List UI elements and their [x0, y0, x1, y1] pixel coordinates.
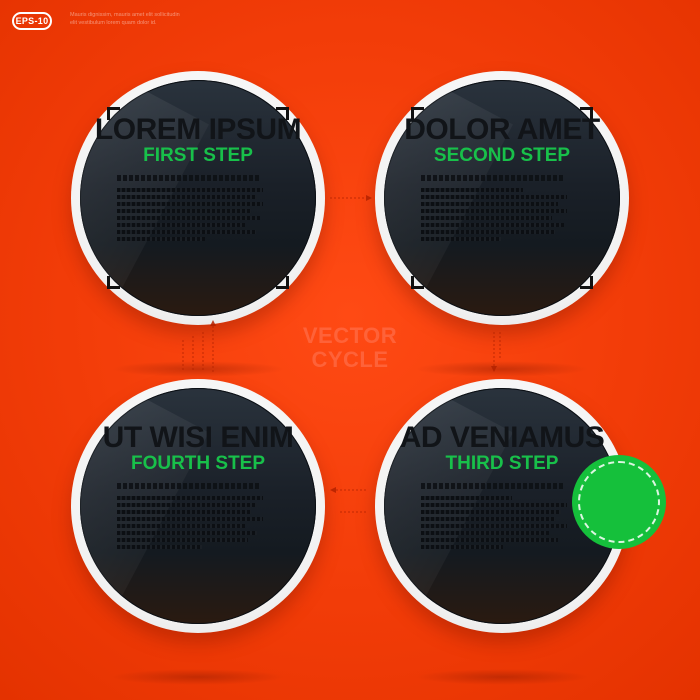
center-label-line1: VECTOR	[302, 323, 398, 348]
step-4-subtitle: FOURTH STEP	[130, 453, 266, 474]
corner-bracket	[276, 107, 289, 120]
corner-bracket	[411, 107, 424, 120]
step-1-title: LOREM IPSUM	[94, 113, 302, 146]
step-1-circle: LOREM IPSUM FIRST STEP	[71, 71, 325, 377]
step-4-body-text	[117, 493, 263, 552]
corner-bracket	[276, 276, 289, 289]
dashed-ring	[578, 461, 660, 543]
step-3-subtitle: THIRD STEP	[445, 453, 559, 474]
step-2-body-text	[421, 185, 567, 244]
step-1-body-text	[117, 185, 263, 244]
step-4-title: UT WISI ENIM	[102, 421, 294, 454]
step-4-circle: UT WISI ENIM FOURTH STEP	[71, 379, 325, 685]
center-label: VECTOR CYCLE	[300, 324, 400, 372]
step-2-title: DOLOR AMET	[404, 113, 600, 146]
arrow-row-decoration	[117, 483, 261, 489]
step-4-shadow	[111, 669, 285, 685]
center-label-line2: CYCLE	[311, 347, 389, 372]
step-3-shadow	[415, 669, 589, 685]
green-sticker-icon	[572, 455, 666, 549]
step-2-shadow	[415, 361, 589, 377]
corner-bracket	[580, 107, 593, 120]
step-1-shadow	[111, 361, 285, 377]
step-1-subtitle: FIRST STEP	[143, 145, 253, 166]
corner-bracket	[411, 276, 424, 289]
header-note: Mauris dignissim, mauris amet elit solli…	[70, 12, 180, 26]
arrowhead-icon	[366, 195, 372, 201]
step-3-circle: AD VENIAMUS THIRD STEP	[375, 379, 629, 685]
arrow-row-decoration	[421, 175, 565, 181]
corner-bracket	[580, 276, 593, 289]
step-3-title: AD VENIAMUS	[399, 421, 605, 454]
arrowhead-icon	[330, 487, 336, 493]
corner-bracket	[107, 276, 120, 289]
arrow-row-decoration	[421, 483, 565, 489]
eps-badge: EPS-10	[12, 12, 52, 30]
step-2-circle: DOLOR AMET SECOND STEP	[375, 71, 629, 377]
corner-bracket	[107, 107, 120, 120]
step-2-subtitle: SECOND STEP	[433, 145, 571, 166]
step-3-body-text	[421, 493, 567, 552]
arrow-row-decoration	[117, 175, 261, 181]
